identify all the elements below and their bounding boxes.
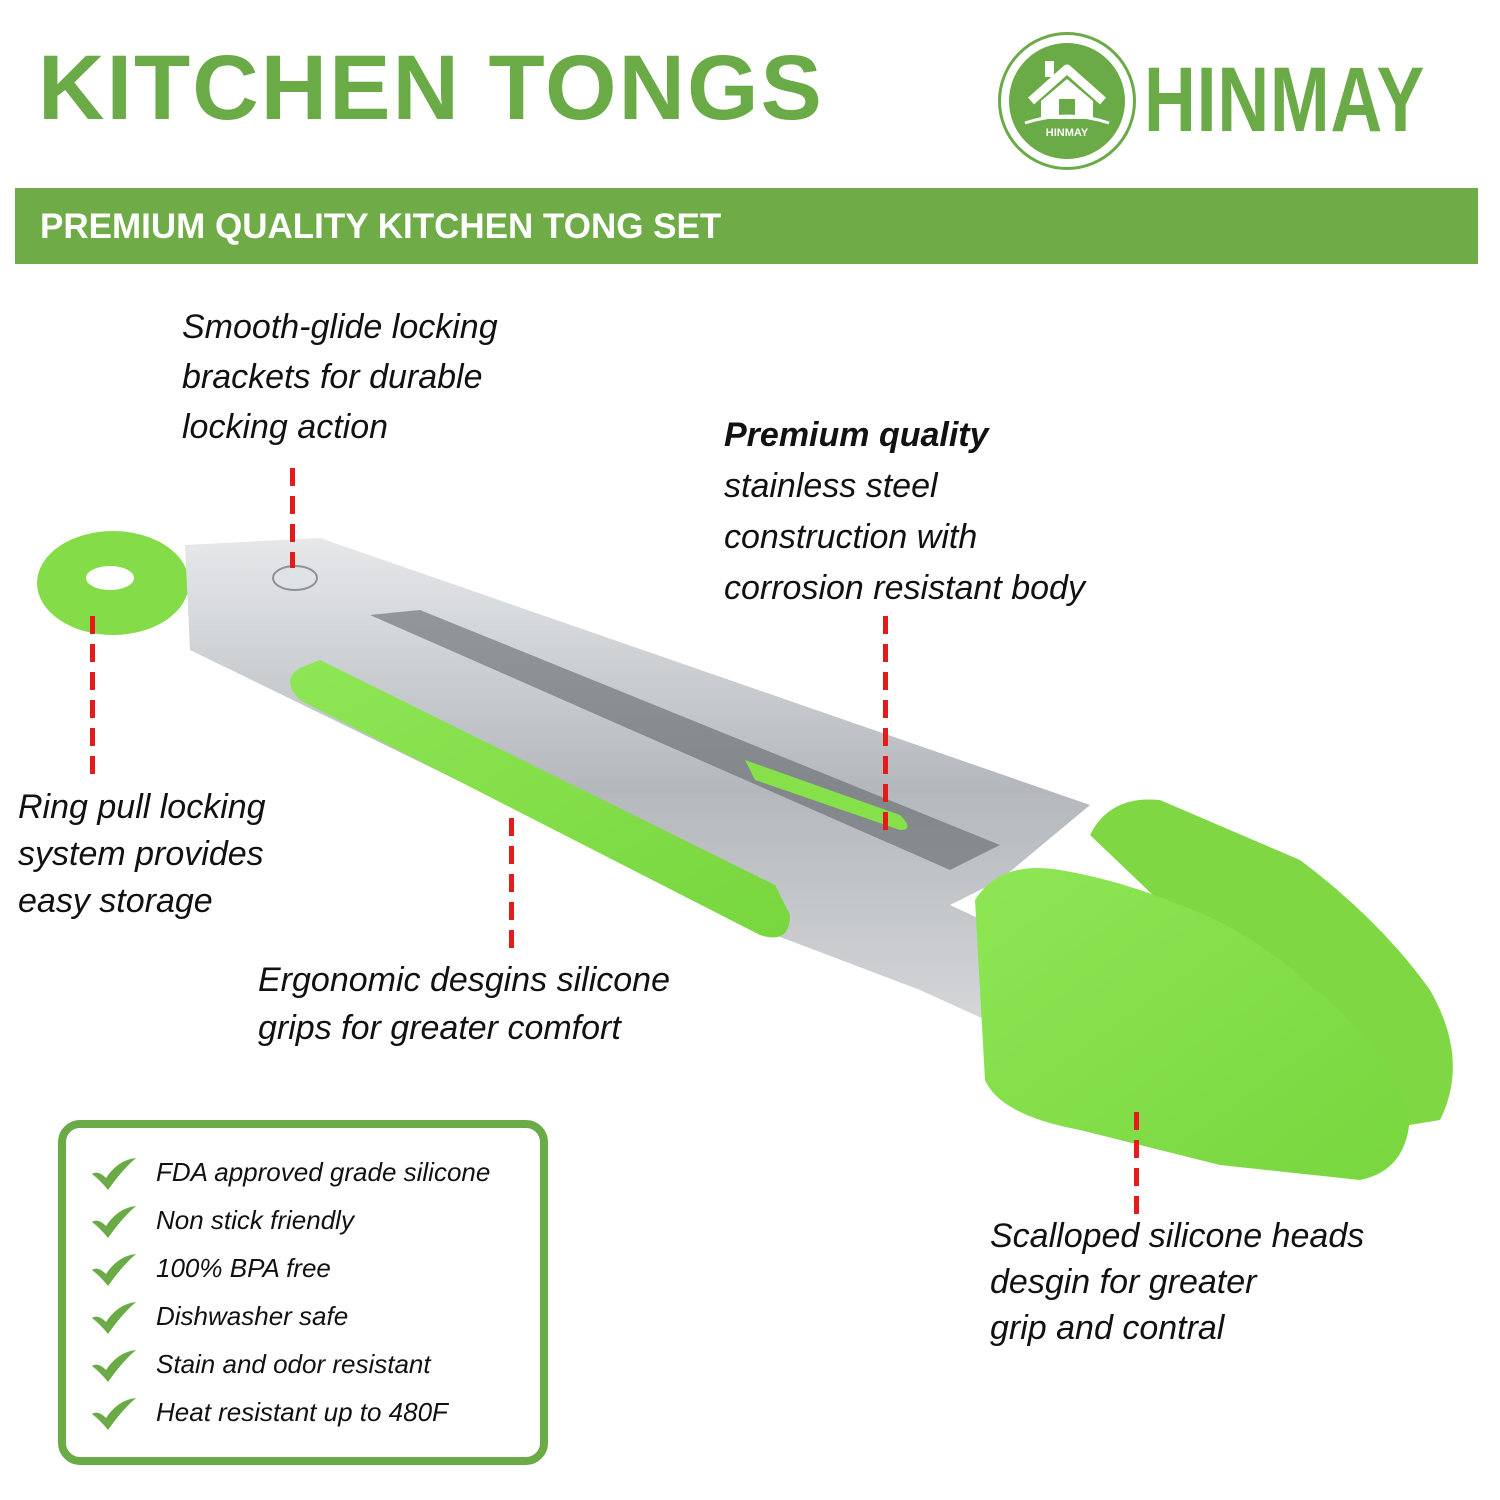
- checkmark-icon: [92, 1206, 136, 1238]
- feature-label: Dishwasher safe: [156, 1300, 349, 1331]
- callout-line: brackets for durable: [182, 358, 483, 396]
- checkmark-icon: [92, 1350, 136, 1382]
- feature-item: Dishwasher safe: [88, 1294, 348, 1338]
- feature-item: 100% BPA free: [88, 1246, 331, 1290]
- callout-pointer: [509, 818, 514, 953]
- callout-line: Scalloped silicone heads: [990, 1217, 1365, 1255]
- brand-name: HINMAY: [1144, 49, 1426, 151]
- callout-line: grip and contral: [990, 1309, 1225, 1347]
- callout-line: locking action: [182, 408, 389, 446]
- callout-ring-pull: Ring pull locking system provides easy s…: [18, 784, 266, 925]
- callout-heads: Scalloped silicone heads desgin for grea…: [990, 1213, 1364, 1351]
- feature-label: Heat resistant up to 480F: [156, 1396, 448, 1427]
- callout-locking-brackets: Smooth-glide locking brackets for durabl…: [182, 302, 498, 452]
- feature-label: Stain and odor resistant: [156, 1348, 431, 1379]
- callout-pointer: [290, 468, 295, 568]
- feature-label: FDA approved grade silicone: [156, 1156, 491, 1187]
- feature-item: FDA approved grade silicone: [88, 1150, 490, 1194]
- ring-pull-icon: [37, 531, 189, 635]
- brand-logo: HINMAY: [998, 32, 1136, 170]
- callout-line: system provides: [18, 835, 264, 873]
- checkmark-icon: [92, 1398, 136, 1430]
- checkmark-icon: [92, 1302, 136, 1334]
- callout-line: Smooth-glide locking: [182, 308, 498, 346]
- callout-pointer: [1134, 1112, 1139, 1217]
- callout-stainless-steel: Premium quality stainless steel construc…: [724, 410, 1085, 614]
- feature-item: Stain and odor resistant: [88, 1342, 431, 1386]
- feature-label: 100% BPA free: [156, 1252, 331, 1283]
- features-box: FDA approved grade silicone Non stick fr…: [58, 1120, 548, 1465]
- callout-line: stainless steel: [724, 467, 938, 505]
- callout-line: Ergonomic desgins silicone: [258, 961, 670, 999]
- logo-badge: HINMAY: [1009, 43, 1125, 159]
- callout-pointer: [883, 616, 888, 836]
- feature-label: Non stick friendly: [156, 1204, 354, 1235]
- callout-line: Premium quality: [724, 416, 989, 454]
- banner: [15, 188, 1478, 264]
- callout-pointer: [90, 616, 95, 781]
- banner-text: PREMIUM QUALITY KITCHEN TONG SET: [40, 207, 722, 246]
- callout-grips: Ergonomic desgins silicone grips for gre…: [258, 956, 670, 1052]
- callout-line: corrosion resistant body: [724, 569, 1085, 607]
- house-icon: [1024, 61, 1110, 125]
- checkmark-icon: [92, 1254, 136, 1286]
- logo-text: HINMAY: [1045, 127, 1089, 139]
- feature-item: Heat resistant up to 480F: [88, 1390, 448, 1434]
- callout-line: easy storage: [18, 882, 213, 920]
- page-title: KITCHEN TONGS: [38, 37, 824, 139]
- callout-line: Ring pull locking: [18, 788, 266, 826]
- callout-line: grips for greater comfort: [258, 1009, 621, 1047]
- callout-line: construction with: [724, 518, 978, 556]
- checkmark-icon: [92, 1158, 136, 1190]
- feature-item: Non stick friendly: [88, 1198, 354, 1242]
- callout-line: desgin for greater: [990, 1263, 1257, 1301]
